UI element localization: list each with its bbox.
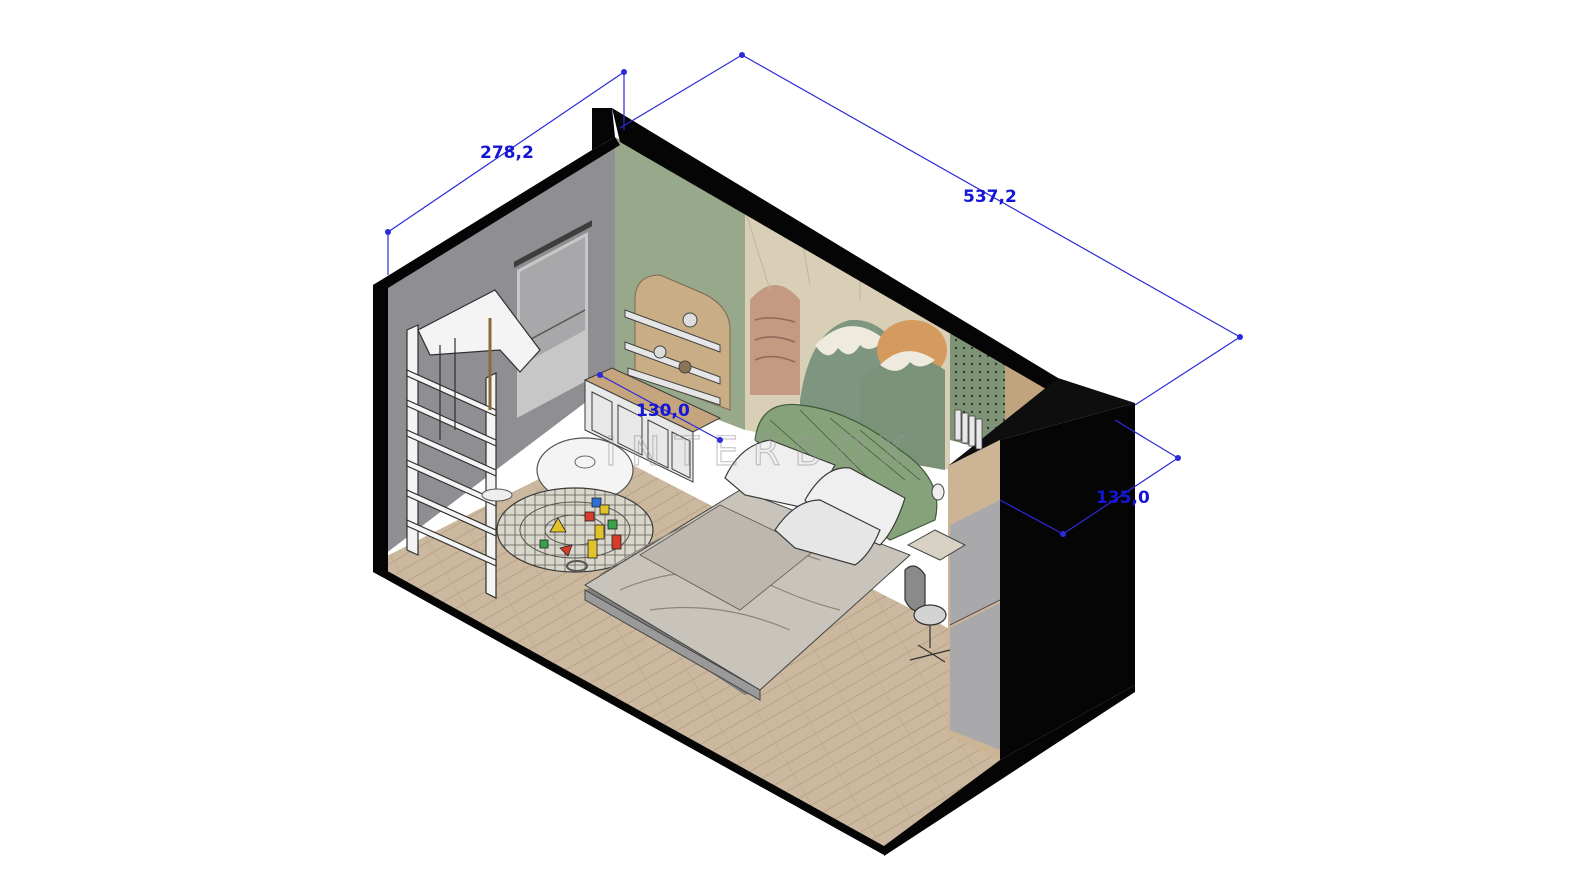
dimension-label-shelf: 130,0 xyxy=(636,401,690,421)
desk-chair xyxy=(904,565,951,663)
pillows xyxy=(724,439,906,566)
dimension-130: 130,0 xyxy=(597,372,723,443)
watermark-text: INTERBOX xyxy=(605,429,919,475)
round-rug xyxy=(496,487,654,573)
room-shell xyxy=(373,108,1135,856)
floor-lamp-base xyxy=(481,488,513,502)
wall-niche-shelves xyxy=(624,274,731,411)
dimension-278: 278,2 xyxy=(385,69,627,275)
dimension-label-wardrobe: 135,0 xyxy=(1096,488,1150,508)
wardrobe xyxy=(948,440,1001,760)
dimension-label-length: 537,2 xyxy=(963,187,1017,207)
toy-blocks xyxy=(539,497,622,572)
storage-bench xyxy=(583,367,722,483)
books xyxy=(954,409,983,450)
wall-bars xyxy=(406,289,541,599)
mural-wallpaper xyxy=(744,209,947,470)
dimension-537: 537,2 xyxy=(619,52,1243,406)
dimension-label-depth: 278,2 xyxy=(480,143,534,163)
dimension-135: 135,0 xyxy=(999,419,1181,537)
desk xyxy=(906,483,967,561)
window xyxy=(514,220,592,418)
